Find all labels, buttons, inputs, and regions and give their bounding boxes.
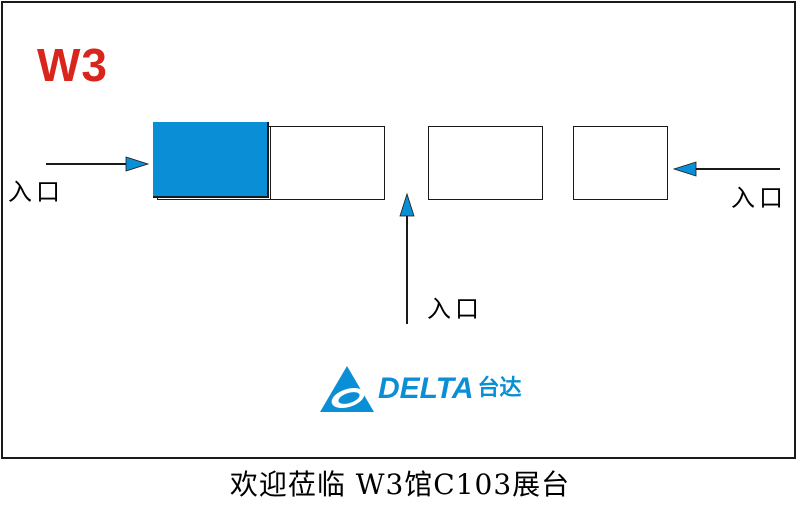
delta-triangle-icon bbox=[320, 366, 374, 412]
entrance-label-bottom: 入口 bbox=[427, 295, 483, 323]
hall-label: W3 bbox=[37, 39, 108, 91]
arrow-left-icon bbox=[46, 156, 150, 172]
arrow-up-icon bbox=[399, 192, 415, 324]
delta-logo: DELTA 台达 bbox=[318, 364, 522, 414]
booth-2 bbox=[270, 126, 385, 200]
entrance-label-right: 入口 bbox=[731, 184, 787, 212]
floor-plan-frame bbox=[1, 1, 796, 459]
logo-brand-text: DELTA bbox=[378, 372, 474, 405]
booth-4 bbox=[573, 126, 668, 200]
logo-brand-cn-text: 台达 bbox=[477, 376, 522, 401]
arrow-right-icon bbox=[672, 161, 780, 177]
entrance-label-left: 入口 bbox=[8, 178, 64, 206]
booth-1-highlight bbox=[153, 122, 269, 198]
welcome-caption: 欢迎莅临 W3馆C103展台 bbox=[229, 468, 571, 501]
booth-3 bbox=[428, 126, 543, 200]
